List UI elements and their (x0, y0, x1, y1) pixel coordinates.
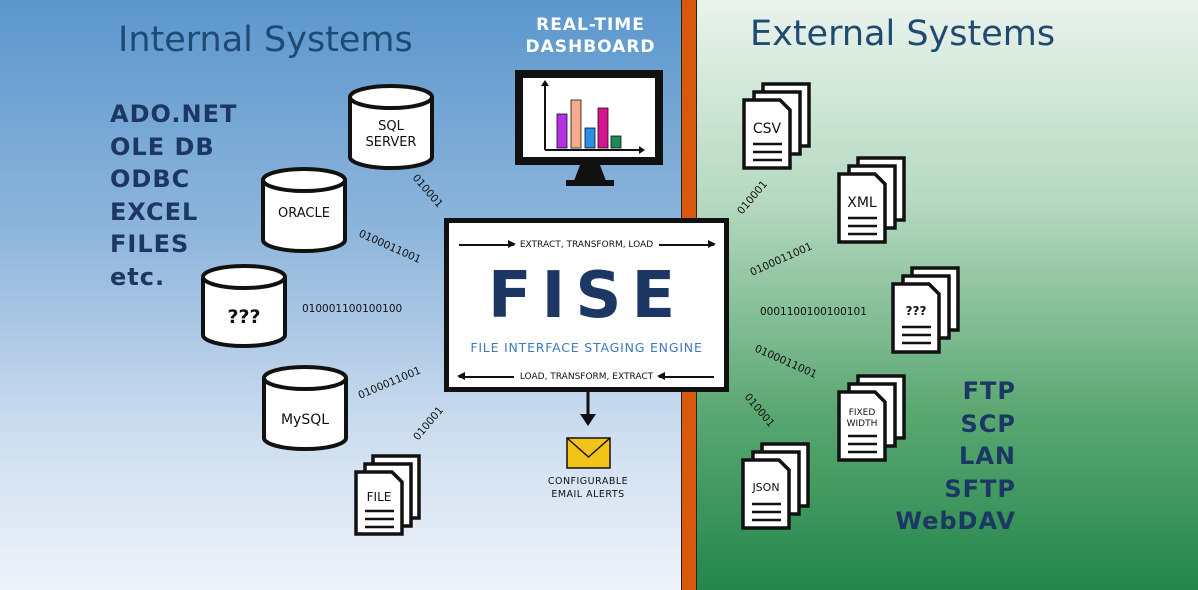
source-label: ORACLE (278, 206, 330, 221)
binary-stream: 0100011001 (356, 365, 422, 402)
file-label: FIXED (849, 408, 876, 418)
external-protocol-list: FTP SCP LAN SFTP WebDAV (895, 375, 1016, 538)
email-label-line: CONFIGURABLE (547, 476, 629, 487)
dashboard-title-line: REAL-TIME (536, 15, 645, 35)
file-label: ??? (906, 304, 927, 318)
csv-file-icon: CSV (742, 82, 811, 170)
binary-stream: 0001100100100101 (760, 306, 867, 318)
unknown-file-icon: ??? (891, 266, 960, 354)
file-label: XML (847, 195, 877, 211)
dashboard-bar (570, 99, 582, 149)
email-label-line: EMAIL ALERTS (551, 489, 625, 500)
etl-forward-flow: EXTRACT, TRANSFORM, LOAD (459, 237, 716, 253)
oracle-database-icon: ORACLE (261, 167, 347, 253)
internal-systems-title: Internal Systems (118, 20, 413, 60)
file-label: JSON (751, 481, 779, 494)
protocol-item: ADO.NET (110, 100, 238, 128)
binary-stream: 010001 (410, 172, 445, 210)
fise-engine-box: EXTRACT, TRANSFORM, LOAD FISE FILE INTER… (444, 218, 729, 392)
protocol-item: LAN (959, 442, 1016, 470)
fise-subtitle: FILE INTERFACE STAGING ENGINE (470, 340, 703, 355)
protocol-item: ODBC (110, 165, 191, 193)
binary-stream: 010001100100100 (302, 303, 402, 315)
dashboard-bar (556, 113, 568, 149)
dashboard-title-line: DASHBOARD (525, 37, 656, 57)
binary-stream: 010001 (411, 405, 446, 443)
source-label: MySQL (281, 412, 329, 428)
protocol-item: EXCEL (110, 197, 199, 226)
dashboard-bar (610, 135, 622, 149)
email-envelope-icon (566, 437, 611, 469)
dashboard-bar (584, 127, 596, 149)
etl-reverse-flow: LOAD, TRANSFORM, EXTRACT (457, 369, 714, 385)
source-label: FILE (367, 490, 392, 504)
protocol-item: FTP (962, 377, 1016, 405)
xml-file-icon: XML (837, 156, 906, 244)
file-label: CSV (753, 121, 782, 137)
internal-protocol-list: ADO.NET OLE DB ODBC EXCEL FILES etc. (110, 98, 237, 293)
binary-stream: 0100011001 (748, 241, 814, 279)
protocol-item: SCP (960, 409, 1016, 438)
source-label: SERVER (366, 135, 417, 150)
dashboard-title: REAL-TIME DASHBOARD (518, 14, 663, 58)
file-label: WIDTH (847, 419, 878, 429)
protocol-item: etc. (110, 262, 166, 291)
email-alerts-label: CONFIGURABLE EMAIL ALERTS (528, 475, 648, 501)
binary-stream: 0100011001 (753, 343, 819, 381)
binary-stream: 010001 (742, 391, 777, 429)
dashboard-monitor-icon (515, 70, 663, 186)
source-label: ??? (227, 306, 260, 328)
protocol-item: FILES (110, 230, 190, 258)
etl-forward-label: EXTRACT, TRANSFORM, LOAD (519, 240, 654, 250)
etl-reverse-label: LOAD, TRANSFORM, EXTRACT (519, 372, 654, 382)
unknown-database-icon: ??? (201, 264, 287, 348)
external-systems-title: External Systems (750, 14, 1056, 54)
source-label: SQL (378, 119, 404, 134)
mysql-database-icon: MySQL (262, 365, 348, 451)
fise-logo: FISE (487, 259, 686, 333)
file-stack-icon: FILE (354, 454, 421, 536)
protocol-item: WebDAV (895, 507, 1016, 535)
fixed-width-file-icon: FIXED WIDTH (837, 374, 906, 462)
binary-stream: 0100011001 (357, 228, 423, 266)
sql-server-database-icon: SQL SERVER (348, 84, 434, 170)
email-arrow (580, 392, 596, 426)
json-file-icon: JSON (741, 442, 810, 530)
dashboard-bar (597, 107, 609, 149)
protocol-item: OLE DB (110, 132, 215, 161)
binary-stream: 010001 (735, 179, 770, 217)
protocol-item: SFTP (944, 474, 1016, 503)
